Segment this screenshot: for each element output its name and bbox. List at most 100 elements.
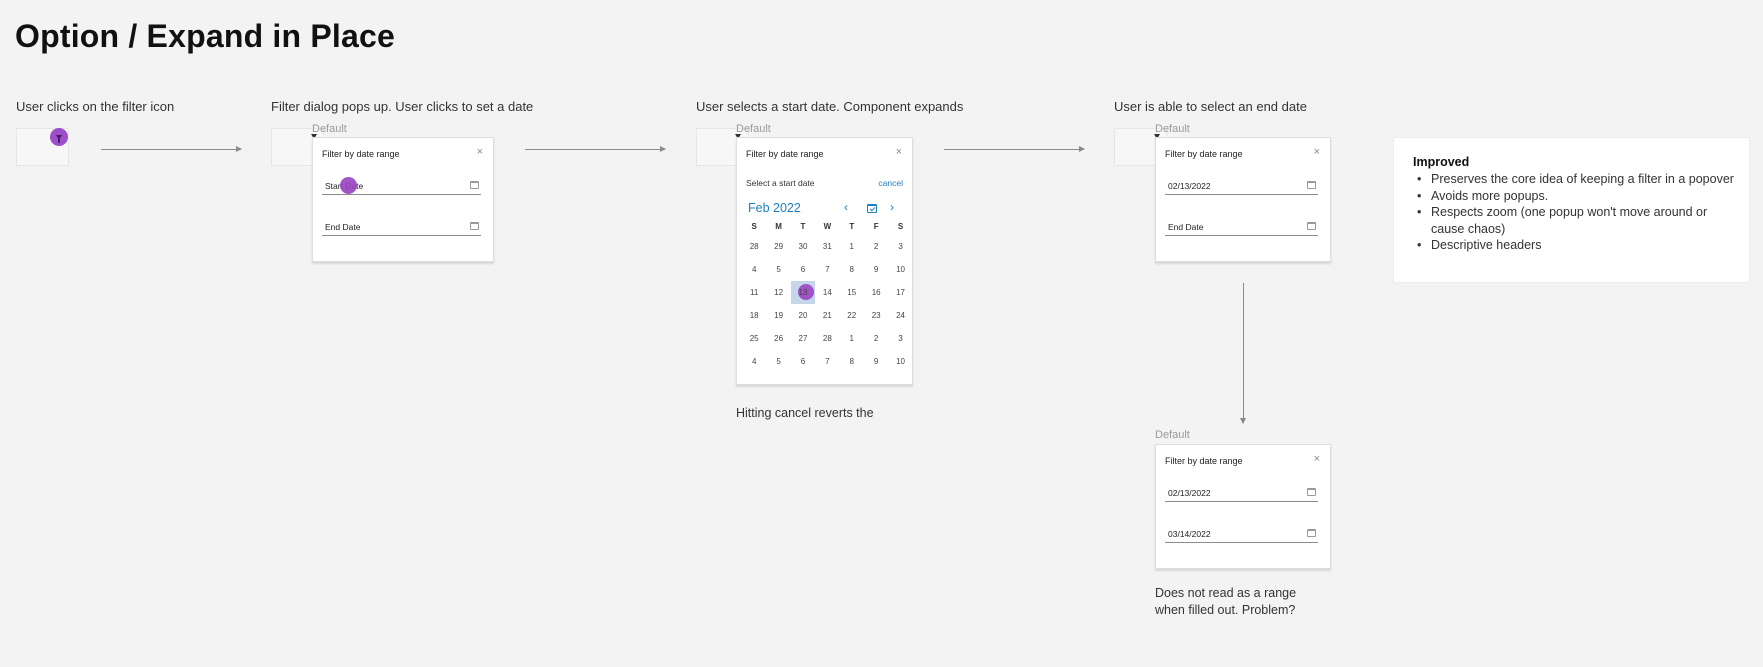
calendar-day-number: 20	[798, 311, 808, 320]
calendar-day[interactable]: 8	[840, 350, 864, 373]
calendar-day[interactable]: 6	[791, 350, 815, 373]
calendar-day[interactable]: 5	[766, 350, 790, 373]
state-label: Default	[1155, 123, 1190, 135]
calendar-day[interactable]: 19	[766, 304, 790, 327]
calendar-day[interactable]: 22	[840, 304, 864, 327]
calendar-day[interactable]: 10	[888, 258, 912, 281]
calendar-icon[interactable]	[1307, 181, 1316, 189]
calendar-day[interactable]: 12	[766, 281, 790, 304]
improved-card: Improved Preserves the core idea of keep…	[1393, 137, 1750, 283]
end-date-field[interactable]: 03/14/2022	[1165, 527, 1318, 543]
dialog-title: Filter by date range	[1165, 456, 1243, 466]
improved-heading: Improved	[1413, 155, 1470, 169]
start-date-value: 02/13/2022	[1168, 488, 1211, 498]
calendar-day[interactable]: 16	[864, 281, 888, 304]
calendar-day[interactable]: 2	[864, 327, 888, 350]
calendar-icon[interactable]	[470, 181, 479, 189]
calendar-day[interactable]: 9	[864, 258, 888, 281]
calendar-day-number: 2	[873, 334, 879, 343]
today-icon[interactable]	[867, 204, 877, 213]
calendar-day[interactable]: 27	[791, 327, 815, 350]
close-icon[interactable]: ×	[476, 146, 483, 158]
calendar-day[interactable]: 7	[815, 350, 839, 373]
calendar-day[interactable]: 30	[791, 235, 815, 258]
calendar-day[interactable]: 4	[742, 350, 766, 373]
close-icon[interactable]: ×	[895, 146, 902, 158]
filter-icon	[56, 134, 62, 143]
calendar-day[interactable]: 24	[888, 304, 912, 327]
weekday-label: M	[775, 222, 782, 231]
calendar-day-number: 13	[798, 288, 808, 297]
filter-dialog-filled: Filter by date range × 02/13/2022 03/14/…	[1155, 444, 1331, 569]
calendar-day-number: 23	[871, 311, 881, 320]
month-label[interactable]: Feb 2022	[748, 201, 801, 215]
calendar-day-number: 6	[800, 357, 806, 366]
calendar-day[interactable]: 29	[766, 235, 790, 258]
close-icon[interactable]: ×	[1313, 146, 1320, 158]
calendar-day[interactable]: 6	[791, 258, 815, 281]
page-title: Option / Expand in Place	[15, 18, 395, 54]
weekday-label: S	[897, 222, 904, 231]
calendar-day[interactable]: 4	[742, 258, 766, 281]
calendar-prompt: Select a start date	[746, 178, 815, 188]
calendar-day[interactable]: 15	[840, 281, 864, 304]
calendar-day[interactable]: 18	[742, 304, 766, 327]
calendar-icon[interactable]	[1307, 529, 1316, 537]
calendar-day[interactable]: 11	[742, 281, 766, 304]
dialog-title: Filter by date range	[322, 149, 400, 159]
calendar-day-number: 1	[849, 242, 854, 251]
weekday-label: T	[800, 222, 806, 231]
calendar-day[interactable]: 9	[864, 350, 888, 373]
calendar-day[interactable]: 28	[742, 235, 766, 258]
calendar-day-number: 10	[896, 265, 905, 274]
calendar-day-number: 8	[849, 357, 854, 366]
cursor-indicator	[50, 128, 68, 146]
next-month-icon[interactable]: ›	[890, 200, 894, 214]
calendar-day[interactable]: 3	[888, 235, 912, 258]
end-date-field[interactable]: End Date	[1165, 220, 1318, 236]
calendar-day[interactable]: 23	[864, 304, 888, 327]
calendar-day-number: 31	[822, 242, 832, 251]
calendar-day[interactable]: 25	[742, 327, 766, 350]
calendar-day[interactable]: 3	[888, 327, 912, 350]
calendar-day-number: 19	[774, 311, 784, 320]
calendar-day[interactable]: 1	[840, 327, 864, 350]
calendar-day-number: 30	[798, 242, 808, 251]
start-date-field[interactable]: 02/13/2022	[1165, 486, 1318, 502]
calendar-day[interactable]: 28	[815, 327, 839, 350]
calendar-day-number: 3	[898, 242, 903, 251]
calendar-day[interactable]: 5	[766, 258, 790, 281]
prev-month-icon[interactable]: ‹	[844, 200, 848, 214]
end-date-field[interactable]: End Date	[322, 220, 481, 236]
calendar-day[interactable]: 21	[815, 304, 839, 327]
calendar-day[interactable]: 1	[840, 235, 864, 258]
close-icon[interactable]: ×	[1313, 453, 1320, 465]
calendar-day[interactable]: 14	[815, 281, 839, 304]
calendar-day[interactable]: 20	[791, 304, 815, 327]
cancel-link[interactable]: cancel	[878, 178, 903, 188]
calendar-day-number: 10	[896, 357, 905, 366]
popover-pointer	[1154, 134, 1160, 139]
step-3-caption: User selects a start date. Component exp…	[696, 99, 964, 114]
calendar-day[interactable]: 8	[840, 258, 864, 281]
calendar-icon[interactable]	[1307, 222, 1316, 230]
calendar-icon[interactable]	[1307, 488, 1316, 496]
filter-dialog: Filter by date range × Start Date End Da…	[312, 137, 494, 262]
calendar-day-number: 11	[750, 288, 759, 297]
cursor-indicator	[797, 284, 814, 300]
calendar-icon[interactable]	[470, 222, 479, 230]
calendar-day-number: 16	[871, 288, 881, 297]
start-date-field[interactable]: 02/13/2022	[1165, 179, 1318, 195]
calendar-day[interactable]: 31	[815, 235, 839, 258]
calendar-day[interactable]: 10	[888, 350, 912, 373]
calendar-day[interactable]: 2	[864, 235, 888, 258]
calendar-day[interactable]: 26	[766, 327, 790, 350]
calendar-day[interactable]: 7	[815, 258, 839, 281]
calendar-day[interactable]: 17	[888, 281, 912, 304]
calendar-day[interactable]: 13	[790, 281, 816, 304]
calendar-day-number: 25	[749, 334, 759, 343]
end-date-value: 03/14/2022	[1168, 529, 1211, 539]
